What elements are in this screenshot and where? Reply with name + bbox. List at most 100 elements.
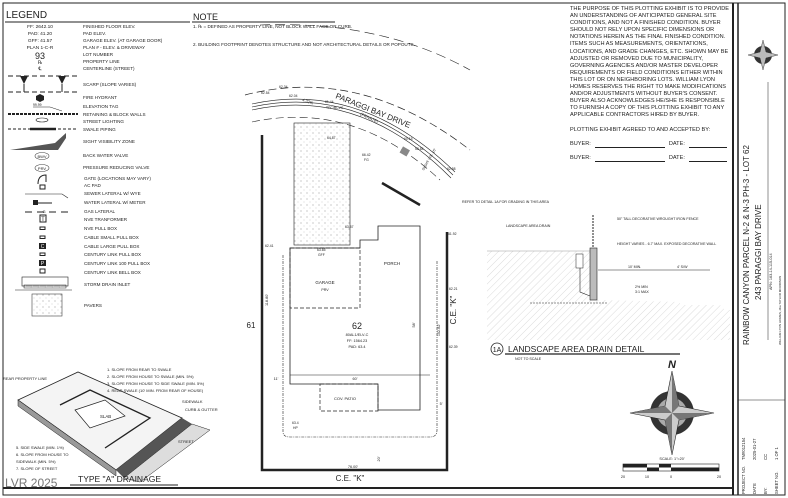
elev-tag: 63.4 <box>292 421 299 425</box>
legend-item: PRESSURE REDUCING VALVE <box>83 165 149 170</box>
century-link-100-icon: P <box>39 260 46 267</box>
sheet-no-value: 1 OF 1 <box>774 447 779 460</box>
legend-item: FINISHED FLOOR ELEV. <box>83 24 135 29</box>
elev-tag: 62.54 <box>261 91 270 95</box>
detail-number: 1A <box>493 347 502 354</box>
elev-tag: 62.21 <box>449 287 458 291</box>
drainage-note: 6. SLOPE FROM HOUSE TO <box>16 452 69 457</box>
lot-number: 62 <box>352 321 362 331</box>
pad-label: PAD: 63.4 <box>348 345 365 349</box>
front-dim: 76.00' <box>348 465 359 469</box>
apn: APN: 163-14-115-014 <box>769 253 773 290</box>
street-light-icon <box>35 117 49 123</box>
company-name: WILLIAM LYON HOMES, dba TAYLOR MORRISON <box>778 276 782 345</box>
legend-item: SWALE PIPING <box>83 127 116 132</box>
sidewalk-label: SIDEWALK <box>182 399 203 404</box>
sidewalk-width-label: 4' S/W <box>677 265 688 269</box>
slope-max-label: 3:1 MAX <box>635 290 649 294</box>
scale-bar: 20 10 0 20 <box>621 463 721 479</box>
garage-label: GARAGE <box>315 280 334 285</box>
legend-item: GAS LATERAL <box>84 209 116 214</box>
drainage-note: 4. REAR SWALE (10' MIN. FROM REAR OF HOU… <box>107 388 204 393</box>
date-label: DATE <box>752 483 757 494</box>
date-field[interactable] <box>688 155 727 162</box>
project-no-label: PROJECT NO. <box>741 466 746 494</box>
legend-sample-plan: PLAN 1-C-R <box>27 45 54 51</box>
title-block: RAINBOW CANYON PARCEL N-2 & N-3 PH-3 - L… <box>737 3 785 495</box>
legend-item: CABLE SMALL PULL BOX <box>84 235 139 240</box>
garage-outline <box>289 247 361 309</box>
side-dim: 11' <box>274 377 279 381</box>
legend-sample-gff: GFF: 41.57 <box>28 38 53 44</box>
legend-sample-lot: 93 <box>35 51 45 61</box>
water-meter-icon <box>33 200 52 205</box>
elev-tag: 61.92 <box>448 232 457 236</box>
gas-lateral-icon: G <box>25 209 68 214</box>
elev-tag: 64.87 <box>327 136 336 140</box>
nve-pull-box-icon <box>39 226 46 230</box>
date-label: DATE: <box>668 140 685 147</box>
ac-pad-icon <box>39 184 46 190</box>
left-dim: 118.80' <box>265 294 269 306</box>
buyer-signature-field[interactable] <box>594 155 665 162</box>
legend-labels: FINISHED FLOOR ELEV. PAD ELEV. GARAGE EL… <box>83 24 163 308</box>
drainage-title: TYPE "A" DRAINAGE <box>78 474 161 484</box>
scarp-icon <box>8 75 78 93</box>
scale-tick: 0 <box>670 475 672 479</box>
legend: LEGEND FF: 2642.10 PAD: 41.20 GFF: 41.57… <box>5 10 190 317</box>
agreement-text: PLOTTING EXHIBIT AGREED TO AND ACCEPTED … <box>570 126 711 133</box>
drainage-note: 2. SLOPE FROM HOUSE TO SWALE (MIN. 5%) <box>107 374 194 379</box>
cable-small-box-icon <box>39 235 46 239</box>
prv-icon: PRV <box>34 164 50 172</box>
date-label: DATE: <box>668 154 685 161</box>
min-dist-label: 10' MIN. <box>628 265 641 269</box>
legend-item: NVE PULL BOX <box>84 226 117 231</box>
pavers-icon <box>31 293 63 317</box>
project-no-value: TM#012154 <box>741 437 746 460</box>
street-centerline <box>244 86 471 151</box>
landscape-drain-detail: LANDSCAPE AREA DRAIN 50" TALL DECORATIVE… <box>487 215 730 361</box>
plan-label: 80AL1/ELV-C <box>346 333 369 337</box>
elev-tag: 62.39 <box>449 345 458 349</box>
elev-tag: 62.04 <box>289 94 298 98</box>
scale-tick: 10 <box>645 475 649 479</box>
width-dim: 60' <box>353 377 358 381</box>
refer-note: REFER TO DETAIL 1A FOR GRADING IN THIS A… <box>462 200 550 204</box>
street-slope: 4.32% <box>302 97 315 105</box>
ff-label: FF: 1564.23 <box>347 339 367 343</box>
legend-item: SCARP (SLOPE VARIES) <box>83 82 137 87</box>
svg-text:T: T <box>41 217 45 223</box>
legend-item: CENTERLINE (STREET) <box>83 66 135 71</box>
legend-item: STREET LIGHTING <box>83 119 124 124</box>
right-dim: 102.82' <box>437 324 441 337</box>
by-value: CC <box>763 454 768 460</box>
svg-text:G: G <box>42 209 45 214</box>
legend-item: PROPERTY LINE <box>83 59 120 64</box>
legend-item: PAVERS <box>84 303 102 308</box>
decorative-wall <box>589 247 598 301</box>
date-field[interactable] <box>688 141 727 148</box>
buyer-label: BUYER: <box>570 154 591 161</box>
elev-tag-type: GFF <box>318 253 325 257</box>
buyer-signature-field[interactable] <box>594 141 665 148</box>
address: 243 PARAGGI BAY DRIVE <box>754 204 763 300</box>
sight-visibility-icon <box>10 133 66 150</box>
elev-tag: 58.84 <box>415 147 424 151</box>
elev-tag: 63.57 <box>345 225 354 229</box>
slope-label: 2% MIN <box>635 285 648 289</box>
note-item: 2. BUILDING FOOTPRINT DENOTES STRUCTURE … <box>193 42 415 47</box>
swale-line <box>282 255 438 438</box>
elev-tag: 62.34 <box>279 85 288 89</box>
driveway-pavers <box>293 122 351 246</box>
north-arrow-icon: N <box>629 359 715 456</box>
svg-text:PRV: PRV <box>38 166 46 171</box>
elev-tag: 66.42 <box>362 153 371 157</box>
nve-transformer-icon: T <box>39 214 47 223</box>
rear-dim: 5' <box>440 402 443 406</box>
legend-item: RETAINING & BLOCK WALLS <box>83 112 146 117</box>
fence-label: 50" TALL DECORATIVE WROUGHT IRON FENCE <box>617 217 699 221</box>
legend-sample-pad: PAD: 41.20 <box>28 31 53 37</box>
type-a-drainage-diagram: SLAB REAR PROPERTY LINE SIDEWALK CURB & … <box>3 367 218 486</box>
storm-drain-icon <box>15 276 72 291</box>
